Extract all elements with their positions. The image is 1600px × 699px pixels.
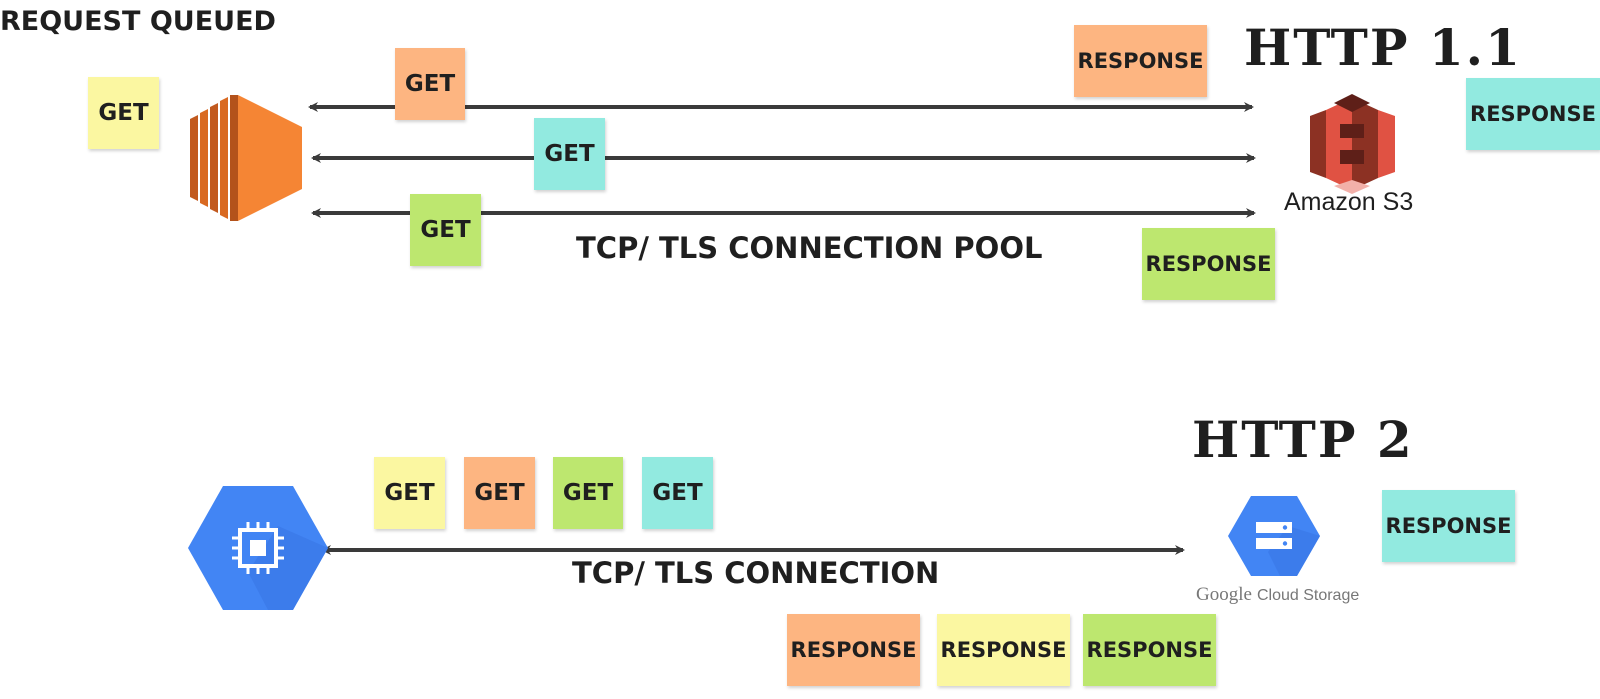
connection-label: TCP/ TLS CONNECTION <box>572 556 940 590</box>
queued-get-note: GET <box>88 77 159 149</box>
response-note-3: RESPONSE <box>1142 228 1275 300</box>
get-note-1: GET <box>395 48 465 120</box>
get-note-3: GET <box>410 194 481 266</box>
amazon-s3-icon <box>1310 94 1395 194</box>
amazon-s3-label: Amazon S3 <box>1284 188 1414 216</box>
get-note-2: GET <box>534 118 605 190</box>
http2-title: HTTP 2 <box>1192 410 1414 469</box>
connection-pool-label: TCP/ TLS CONNECTION POOL <box>576 231 1043 265</box>
http2-response-note-3: RESPONSE <box>1083 614 1216 686</box>
google-cloud-storage-brand: Google <box>1196 584 1252 605</box>
response-note-2: RESPONSE <box>1466 78 1600 150</box>
http2-get-note-2: GET <box>464 457 535 529</box>
request-queued-label: REQUEST QUEUED <box>0 6 276 37</box>
response-note-1: RESPONSE <box>1074 25 1207 97</box>
aws-ec2-icon <box>190 95 302 221</box>
google-cloud-storage-icon <box>1228 496 1320 576</box>
http2-get-note-1: GET <box>374 457 445 529</box>
http2-get-note-4: GET <box>642 457 713 529</box>
google-cloud-storage-label: Google Cloud Storage <box>1196 584 1359 606</box>
gcp-compute-engine-icon <box>188 486 328 610</box>
google-cloud-storage-product: Cloud Storage <box>1256 587 1360 604</box>
http11-title: HTTP 1.1 <box>1244 18 1522 77</box>
http2-side-response-note: RESPONSE <box>1382 490 1515 562</box>
http2-response-note-2: RESPONSE <box>937 614 1070 686</box>
http2-response-note-1: RESPONSE <box>787 614 920 686</box>
http2-get-note-3: GET <box>553 457 623 529</box>
